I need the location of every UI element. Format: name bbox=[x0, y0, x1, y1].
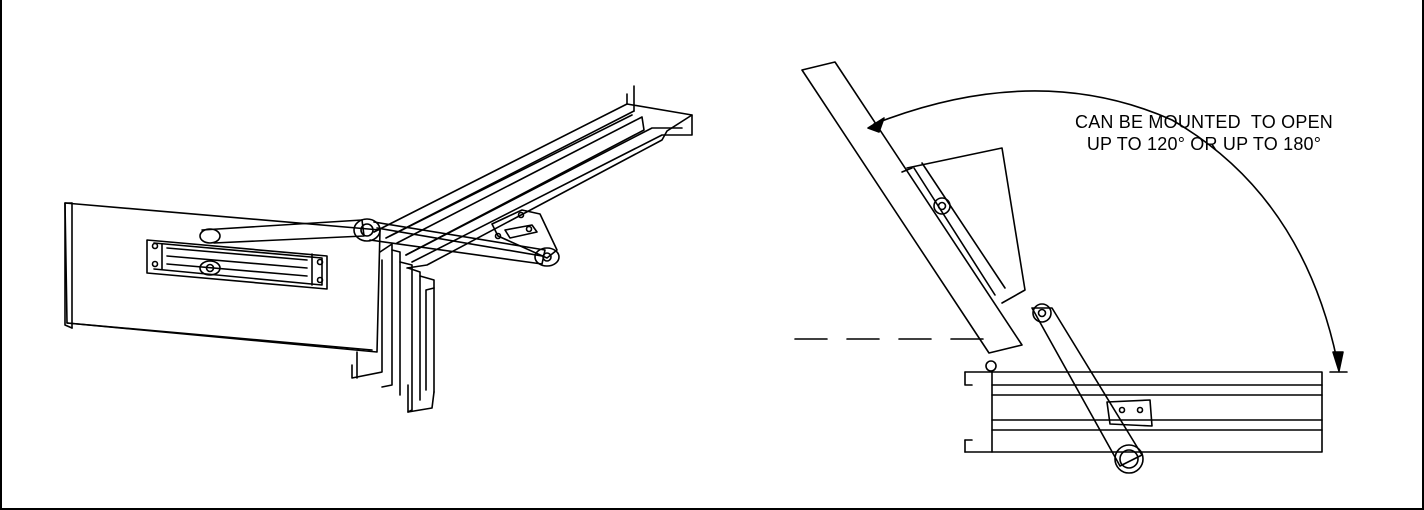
closer-arm bbox=[199, 218, 560, 276]
frame-jamb bbox=[351, 243, 435, 413]
mounting-note-line-2: UP TO 120° OR UP TO 180° bbox=[1086, 134, 1322, 154]
open-door bbox=[801, 61, 1026, 372]
mounting-note: CAN BE MOUNTED TO OPEN UP TO 120° OR UP … bbox=[1044, 111, 1364, 155]
frame-header bbox=[373, 85, 693, 269]
frame-section bbox=[964, 371, 1323, 453]
arm-shoe-bracket bbox=[491, 209, 558, 259]
door-slab bbox=[64, 202, 381, 353]
closer-arm-plan bbox=[1031, 303, 1153, 474]
closer-body bbox=[146, 239, 328, 290]
swing-arc bbox=[867, 90, 1348, 373]
mounting-note-line-1: CAN BE MOUNTED TO OPEN bbox=[1075, 112, 1333, 132]
